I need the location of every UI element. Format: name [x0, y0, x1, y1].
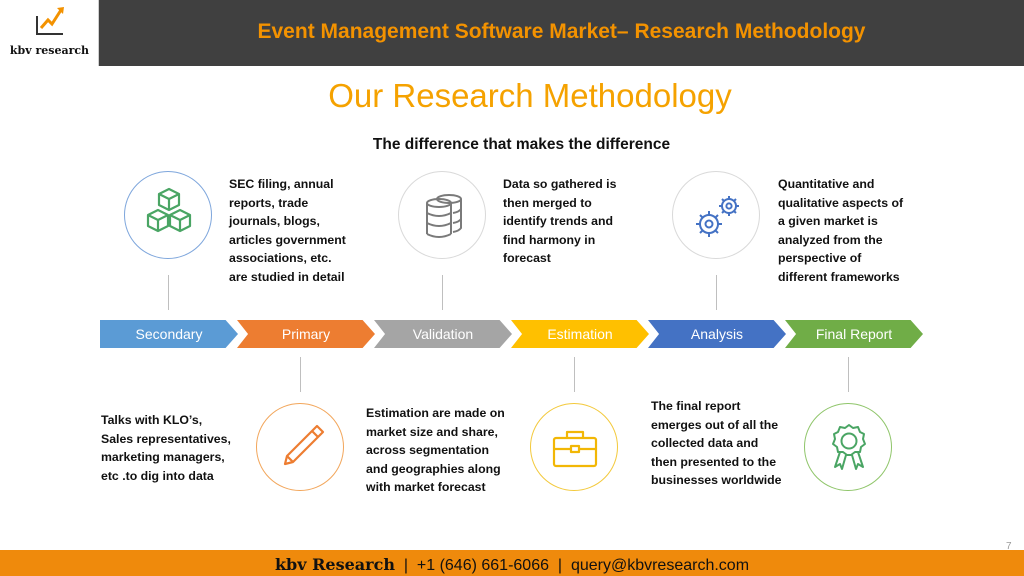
connector-line [442, 275, 443, 310]
page-number: 7 [1006, 541, 1012, 552]
process-step-analysis: Analysis [648, 320, 786, 348]
process-step-label: Final Report [815, 326, 893, 342]
step-validation-description: Data so gathered is then merged to ident… [503, 177, 617, 266]
process-step-label: Primary [281, 326, 331, 342]
logo-text: kbv research [9, 44, 90, 57]
connector-line [300, 357, 301, 392]
cubes-icon [124, 171, 212, 259]
logo[interactable]: kbv research [0, 0, 99, 66]
header-title: Event Management Software Market– Resear… [257, 20, 866, 43]
connector-line [168, 275, 169, 310]
process-step-label: Secondary [135, 326, 203, 342]
step-primary-description: Talks with KLO’s, Sales representatives,… [101, 413, 231, 483]
connector-line [716, 275, 717, 310]
process-step-final-report: Final Report [785, 320, 923, 348]
process-step-label: Validation [412, 326, 474, 342]
step-secondary-description: SEC filing, annual reports, trade journa… [229, 177, 346, 284]
footer-separator: | [549, 557, 571, 574]
process-step-estimation: Estimation [511, 320, 649, 348]
page-subtitle: The difference that makes the difference [372, 136, 671, 153]
step-analysis-description: Quantitative and qualitative aspects of … [778, 177, 904, 284]
page-title: Our Research Methodology [328, 77, 732, 114]
process-step-secondary: Secondary [100, 320, 238, 348]
process-step-label: Analysis [690, 326, 744, 342]
logo-icon [36, 7, 64, 35]
database-icon [398, 171, 486, 259]
process-step-primary: Primary [237, 320, 375, 348]
award-icon [804, 403, 892, 491]
header-bar: kbv research Event Management Software M… [0, 0, 1024, 66]
connector-line [848, 357, 849, 392]
process-flow: Secondary Primary Validation Estimation … [100, 320, 924, 348]
process-step-validation: Validation [374, 320, 512, 348]
footer-phone[interactable]: +1 (646) 661-6066 [416, 557, 549, 574]
footer-brand: kbv Research [274, 555, 395, 574]
connector-line [574, 357, 575, 392]
pencil-icon [256, 403, 344, 491]
briefcase-icon [530, 403, 618, 491]
gears-icon [672, 171, 760, 259]
footer-separator: | [394, 557, 417, 574]
footer-bar [0, 550, 1024, 576]
step-final-report-description: The final report emerges out of all the … [651, 399, 782, 488]
process-step-label: Estimation [547, 326, 613, 342]
footer-email[interactable]: query@kbvresearch.com [570, 557, 750, 574]
step-estimation-description: Estimation are made on market size and s… [366, 406, 505, 495]
footer-contact: kbv Research | +1 (646) 661-6066 | query… [0, 555, 1024, 575]
